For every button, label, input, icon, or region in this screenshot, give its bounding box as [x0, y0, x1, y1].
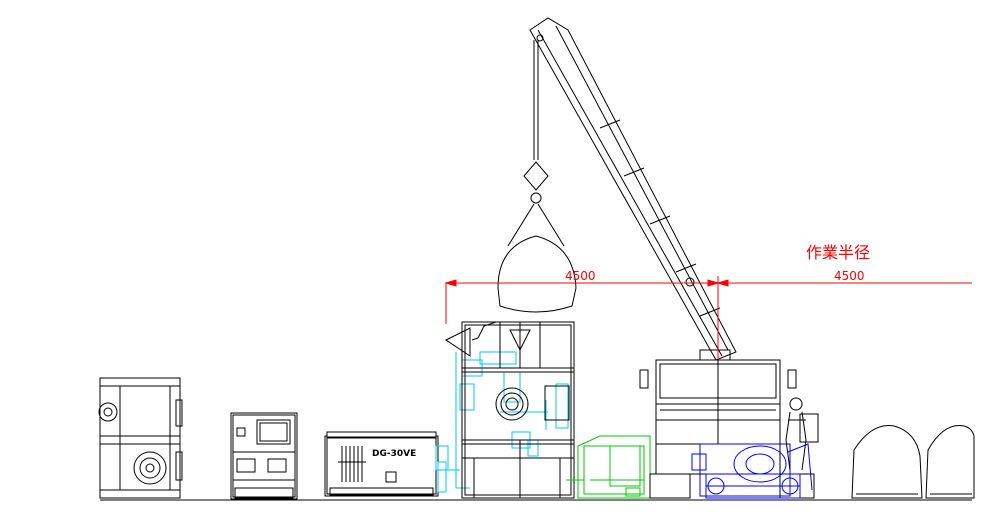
working-radius-label: 作業半径 [806, 243, 870, 262]
control-panel-unit [230, 412, 298, 500]
cyan-pipework [435, 351, 569, 493]
operator-figure [785, 397, 819, 471]
dimension-right-value: 4500 [834, 269, 865, 283]
crane-boom [529, 17, 737, 361]
generator-unit [324, 431, 439, 497]
green-conveyor-unit [566, 435, 651, 499]
treatment-plant-frame [445, 321, 575, 499]
generator-vent-grille [338, 446, 366, 482]
suspended-bag [497, 235, 577, 313]
blue-excavator [691, 443, 813, 499]
plant-hopper [471, 321, 497, 341]
crane-hook [507, 40, 565, 247]
dimension-left-value: 4500 [565, 269, 596, 283]
bag-1 [851, 425, 923, 499]
bag-2 [925, 425, 975, 499]
steel-frame-unit [98, 377, 183, 499]
dimension-lines [444, 276, 972, 360]
generator-label: DG-30VE [372, 449, 416, 459]
